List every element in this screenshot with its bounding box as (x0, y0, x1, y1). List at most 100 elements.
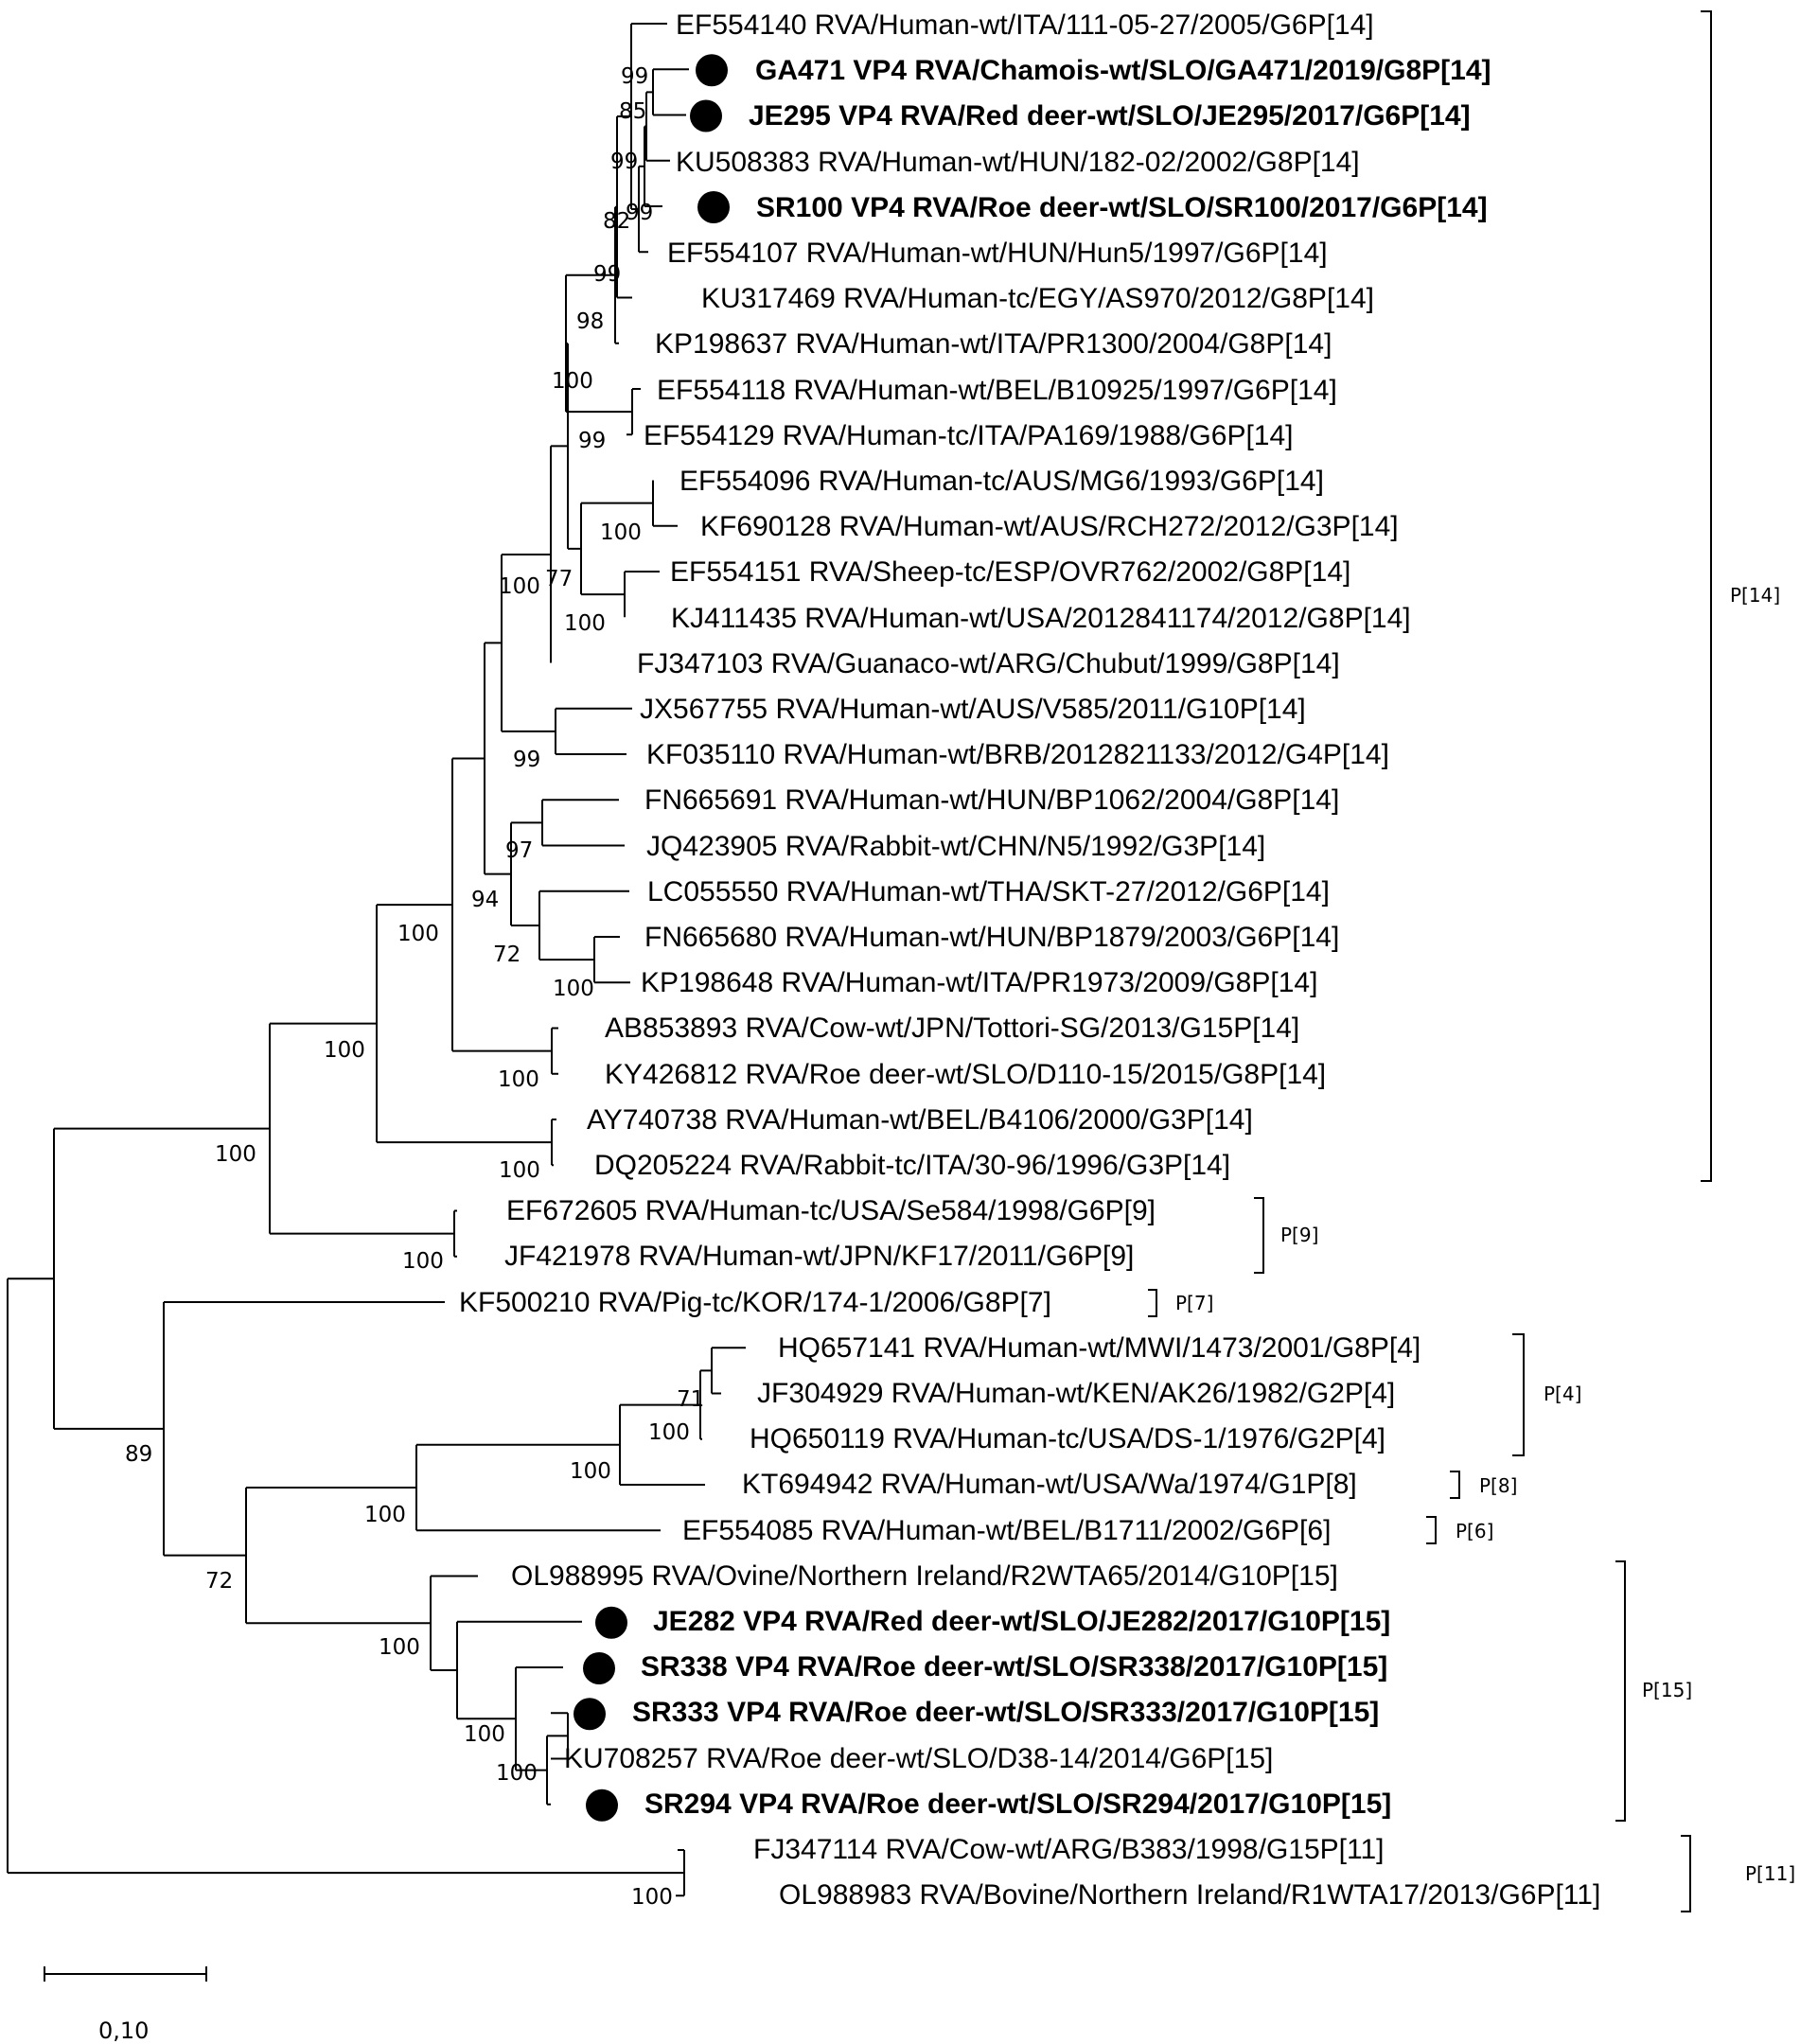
bootstrap-value: 71 (677, 1387, 704, 1412)
bootstrap-value: 72 (205, 1569, 233, 1594)
clade-labels: P[14] P[9] P[7] P[4] P[8] P[6] P[15] P[1… (1175, 584, 1795, 1885)
highlight-dot (595, 1606, 627, 1639)
leaf-label: JE295 VP4 RVA/Red deer-wt/SLO/JE295/2017… (749, 100, 1471, 132)
leaf-label: KP198648 RVA/Human-wt/ITA/PR1973/2009/G8… (641, 967, 1317, 998)
highlight-dot (690, 99, 722, 132)
bootstrap-value: 100 (564, 611, 606, 636)
leaf-label: EF554096 RVA/Human-tc/AUS/MG6/1993/G6P[1… (679, 466, 1324, 497)
clade-bracket-p6 (1426, 1516, 1437, 1544)
clade-label-p6: P[6] (1456, 1520, 1493, 1542)
leaf-label: DQ205224 RVA/Rabbit-tc/ITA/30-96/1996/G3… (594, 1150, 1230, 1181)
bootstrap-value: 99 (621, 64, 648, 89)
scale-bar-label: 0,10 (98, 2018, 149, 2044)
bootstrap-value: 100 (498, 1067, 539, 1092)
bootstrap-value: 99 (593, 262, 621, 287)
clade-bracket-p9 (1254, 1197, 1264, 1274)
leaf-label: FN665691 RVA/Human-wt/HUN/BP1062/2004/G8… (644, 784, 1339, 816)
bootstrap-value: 99 (513, 748, 540, 772)
clade-bracket-p4 (1512, 1333, 1525, 1456)
leaf-label: AY740738 RVA/Human-wt/BEL/B4106/2000/G3P… (587, 1104, 1253, 1136)
leaf-label: KF035110 RVA/Human-wt/BRB/2012821133/201… (646, 739, 1389, 770)
bootstrap-value: 99 (626, 201, 653, 225)
bootstrap-value: 100 (499, 1158, 540, 1183)
clade-label-p9: P[9] (1280, 1224, 1318, 1246)
highlight-dot (583, 1652, 615, 1684)
bootstrap-values: 99 85 99 82 99 99 98 100 99 100 100 77 1… (125, 64, 704, 1910)
scale-bar-line (44, 1966, 207, 1982)
clade-label-p11: P[11] (1745, 1862, 1795, 1885)
leaf-label: EF554118 RVA/Human-wt/BEL/B10925/1997/G6… (657, 375, 1337, 406)
leaf-label: JE282 VP4 RVA/Red deer-wt/SLO/JE282/2017… (653, 1606, 1390, 1637)
clade-label-p4: P[4] (1544, 1383, 1581, 1405)
highlight-dots (574, 54, 730, 1822)
bootstrap-value: 99 (578, 429, 606, 453)
clade-bracket-p11 (1681, 1835, 1691, 1912)
leaf-label: JF304929 RVA/Human-wt/KEN/AK26/1982/G2P[… (757, 1378, 1395, 1409)
highlight-dot (697, 191, 730, 223)
bootstrap-value: 77 (545, 567, 573, 591)
leaf-labels: EF554140 RVA/Human-wt/ITA/111-05-27/2005… (459, 9, 1600, 1911)
leaf-label: KU317469 RVA/Human-tc/EGY/AS970/2012/G8P… (701, 283, 1374, 314)
leaf-label: AB853893 RVA/Cow-wt/JPN/Tottori-SG/2013/… (605, 1013, 1299, 1044)
leaf-label: OL988983 RVA/Bovine/Northern Ireland/R1W… (779, 1879, 1600, 1911)
bootstrap-value: 98 (576, 309, 604, 334)
leaf-label: EF554129 RVA/Human-tc/ITA/PA169/1988/G6P… (644, 420, 1294, 451)
bootstrap-value: 100 (600, 520, 642, 545)
leaf-label: JX567755 RVA/Human-wt/AUS/V585/2011/G10P… (640, 694, 1306, 725)
leaf-label: KP198637 RVA/Human-wt/ITA/PR1300/2004/G8… (655, 328, 1332, 360)
clade-bracket-p14 (1701, 10, 1712, 1182)
leaf-label: HQ650119 RVA/Human-tc/USA/DS-1/1976/G2P[… (750, 1423, 1385, 1454)
bootstrap-value: 100 (553, 977, 594, 1001)
leaf-label: KY426812 RVA/Roe deer-wt/SLO/D110-15/201… (605, 1059, 1326, 1090)
leaf-label: SR333 VP4 RVA/Roe deer-wt/SLO/SR333/2017… (632, 1697, 1379, 1728)
clade-bracket-p7 (1148, 1289, 1157, 1317)
tree-branches (7, 23, 746, 1897)
bootstrap-value: 100 (324, 1038, 365, 1063)
leaf-label: SR100 VP4 RVA/Roe deer-wt/SLO/SR100/2017… (756, 192, 1488, 223)
leaf-label: EF554107 RVA/Human-wt/HUN/Hun5/1997/G6P[… (667, 238, 1328, 269)
scale-bar: 0,10 (44, 1966, 207, 2044)
bootstrap-value: 100 (397, 922, 439, 946)
bootstrap-value: 99 (610, 150, 638, 174)
clade-label-p15: P[15] (1642, 1679, 1692, 1701)
bootstrap-value: 100 (364, 1503, 406, 1527)
highlight-dot (586, 1788, 618, 1822)
highlight-dot (696, 54, 728, 87)
leaf-label: SR338 VP4 RVA/Roe deer-wt/SLO/SR338/2017… (641, 1651, 1387, 1683)
leaf-label: JQ423905 RVA/Rabbit-wt/CHN/N5/1992/G3P[1… (646, 831, 1265, 862)
bootstrap-value: 85 (619, 99, 646, 124)
bootstrap-value: 100 (570, 1459, 611, 1484)
leaf-label: JF421978 RVA/Human-wt/JPN/KF17/2011/G6P[… (504, 1241, 1134, 1272)
leaf-label: EF554140 RVA/Human-wt/ITA/111-05-27/2005… (676, 9, 1374, 41)
leaf-label: FN665680 RVA/Human-wt/HUN/BP1879/2003/G6… (644, 922, 1339, 953)
bootstrap-value: 94 (471, 888, 499, 912)
bootstrap-value: 100 (648, 1420, 690, 1445)
leaf-label: HQ657141 RVA/Human-wt/MWI/1473/2001/G8P[… (778, 1332, 1421, 1364)
clade-brackets (1148, 10, 1712, 1912)
leaf-label: KF690128 RVA/Human-wt/AUS/RCH272/2012/G3… (700, 511, 1399, 542)
clade-bracket-p15 (1615, 1560, 1626, 1822)
leaf-label: LC055550 RVA/Human-wt/THA/SKT-27/2012/G6… (647, 876, 1330, 907)
clade-label-p7: P[7] (1175, 1292, 1213, 1314)
leaf-label: EF554085 RVA/Human-wt/BEL/B1711/2002/G6P… (682, 1515, 1331, 1546)
clade-bracket-p8 (1450, 1471, 1460, 1499)
highlight-dot (574, 1698, 606, 1731)
leaf-label: KT694942 RVA/Human-wt/USA/Wa/1974/G1P[8] (742, 1469, 1357, 1500)
leaf-label: FJ347103 RVA/Guanaco-wt/ARG/Chubut/1999/… (637, 648, 1340, 679)
leaf-label: KJ411435 RVA/Human-wt/USA/2012841174/201… (671, 603, 1411, 634)
bootstrap-value: 100 (552, 369, 593, 394)
leaf-label: KF500210 RVA/Pig-tc/KOR/174-1/2006/G8P[7… (459, 1287, 1051, 1318)
leaf-label: OL988995 RVA/Ovine/Northern Ireland/R2WT… (511, 1560, 1338, 1592)
leaf-label: FJ347114 RVA/Cow-wt/ARG/B383/1998/G15P[1… (753, 1834, 1384, 1865)
bootstrap-value: 100 (631, 1885, 673, 1910)
clade-label-p8: P[8] (1479, 1474, 1517, 1497)
bootstrap-value: 100 (402, 1249, 444, 1274)
leaf-label: EF672605 RVA/Human-tc/USA/Se584/1998/G6P… (506, 1195, 1156, 1226)
bootstrap-value: 89 (125, 1442, 152, 1467)
bootstrap-value: 97 (505, 838, 533, 863)
leaf-label: SR294 VP4 RVA/Roe deer-wt/SLO/SR294/2017… (644, 1788, 1391, 1820)
bootstrap-value: 100 (496, 1761, 538, 1786)
leaf-label: GA471 VP4 RVA/Chamois-wt/SLO/GA471/2019/… (755, 55, 1491, 86)
bootstrap-value: 100 (379, 1635, 420, 1660)
